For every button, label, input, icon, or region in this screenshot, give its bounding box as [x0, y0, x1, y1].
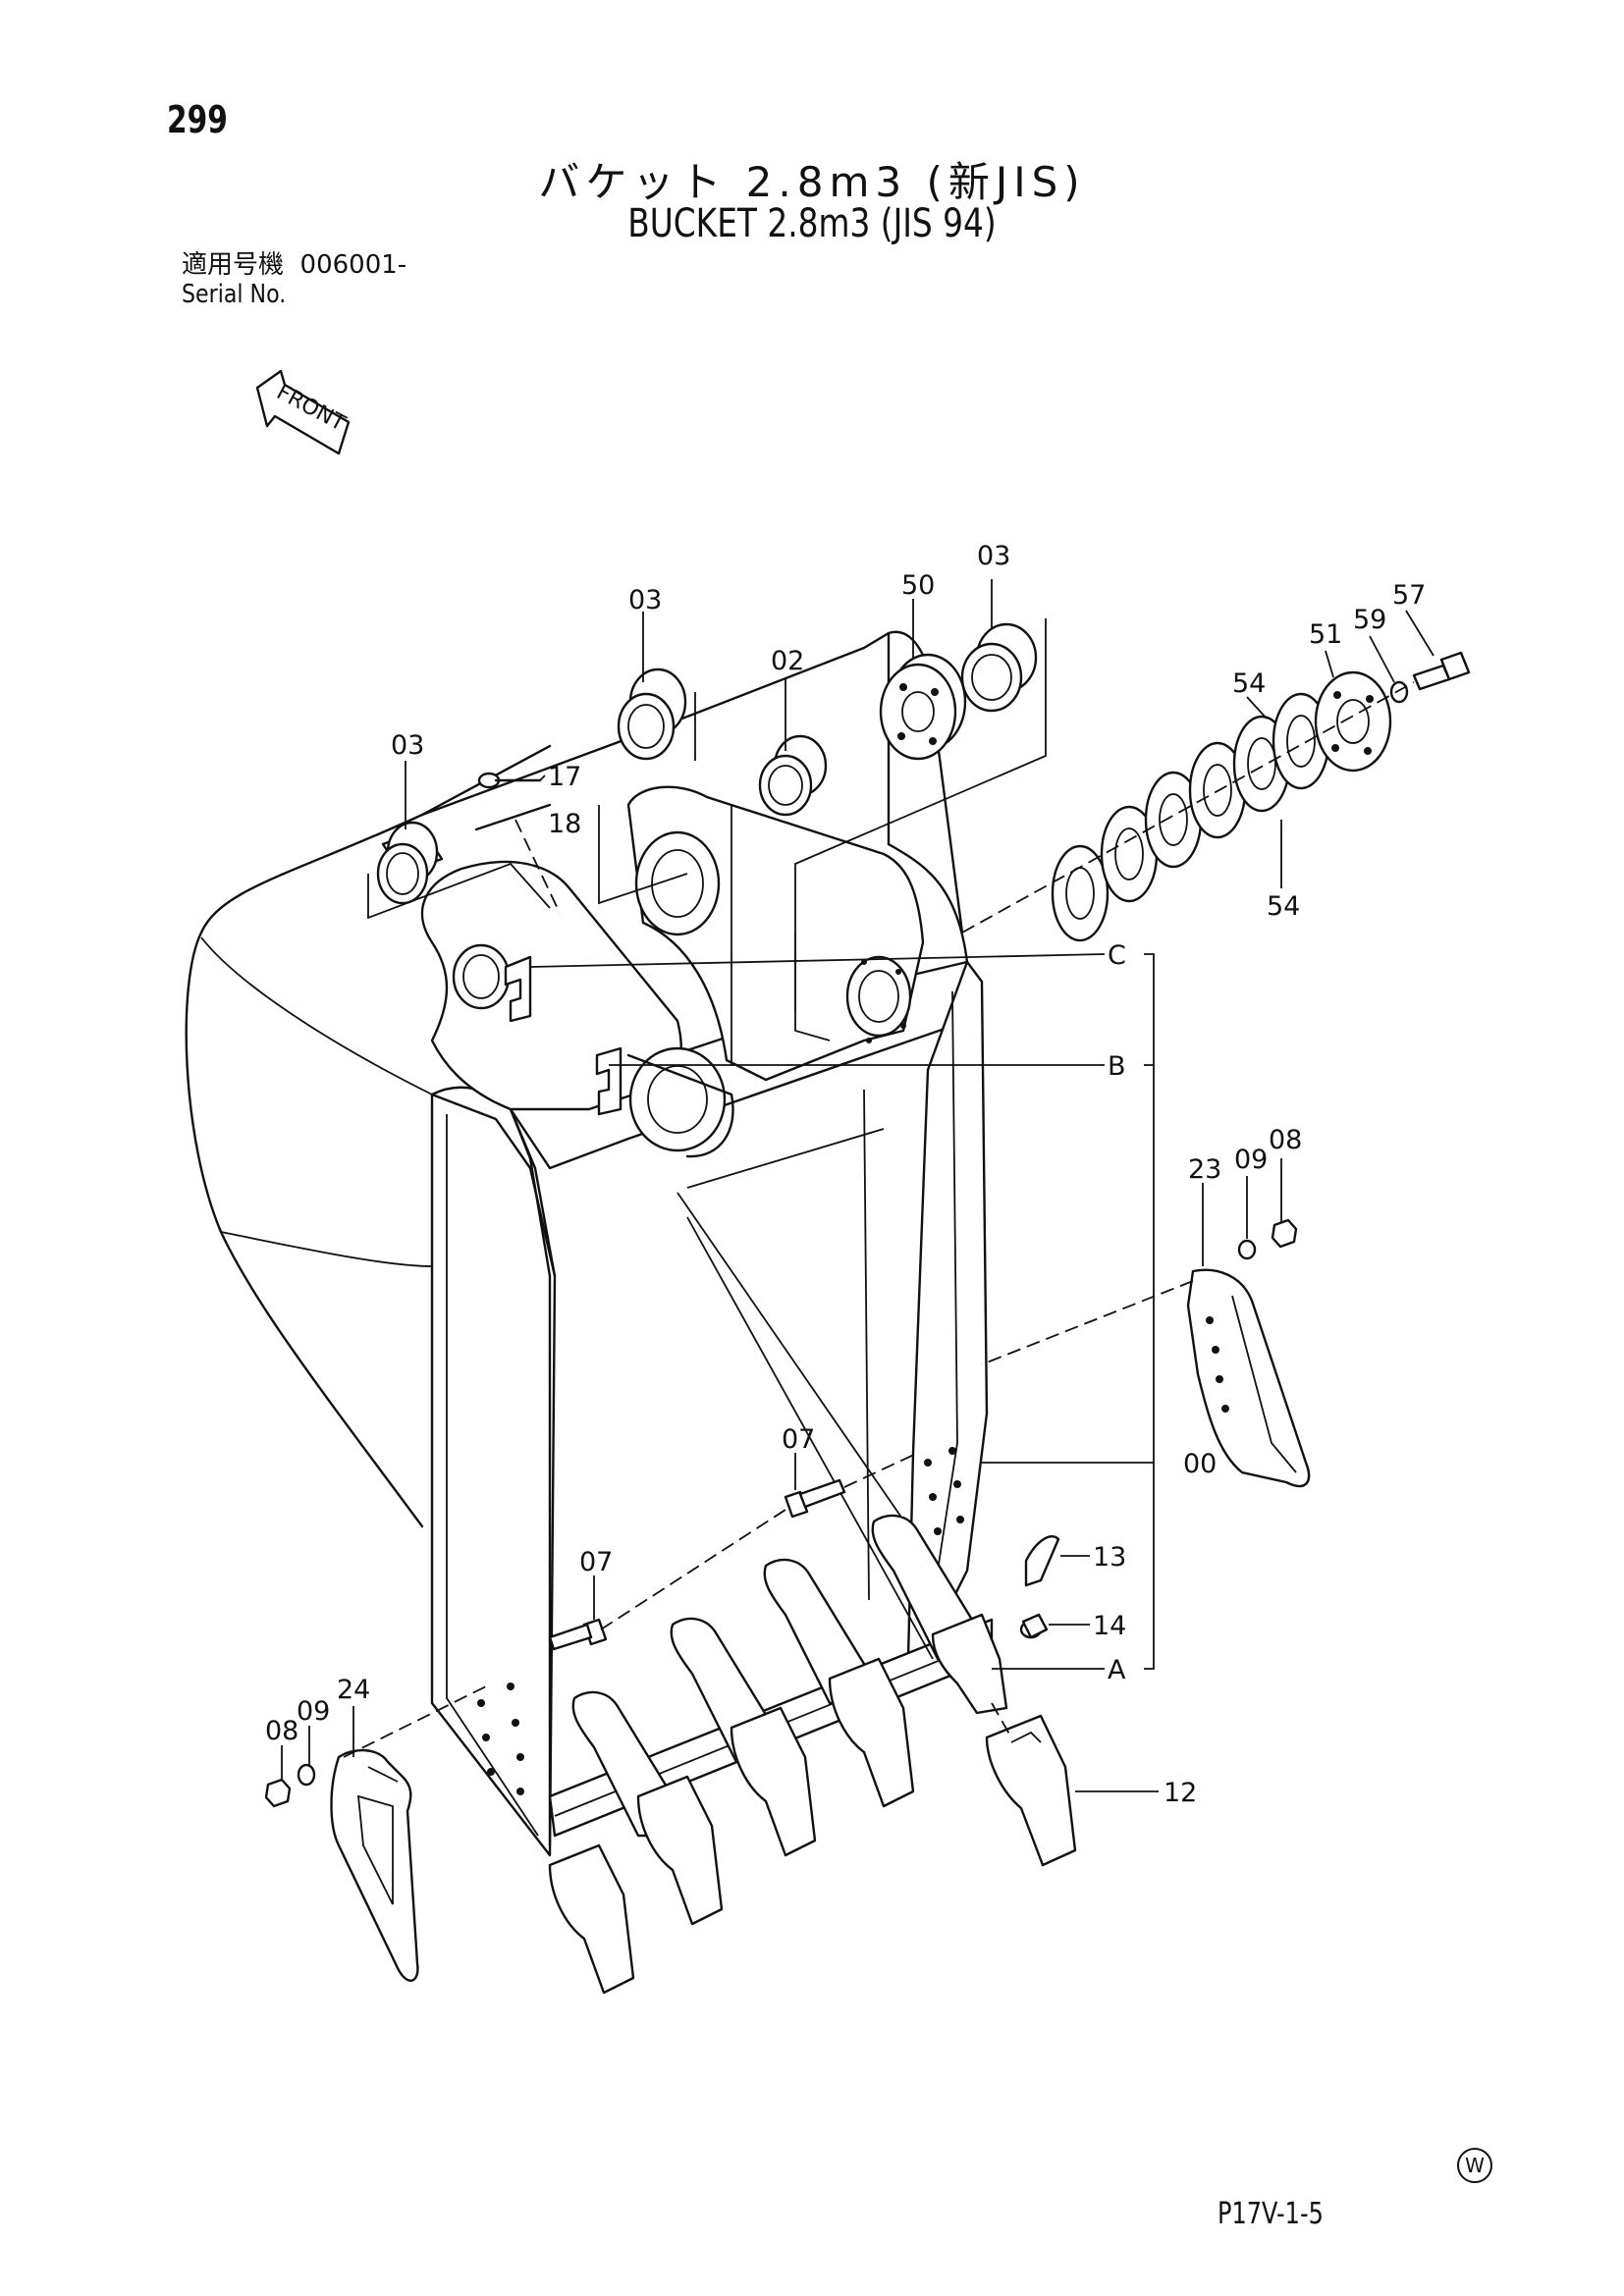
bolt-57-icon — [1412, 651, 1471, 691]
callout-07-left: 07 — [579, 1547, 613, 1577]
bushing-right-icon — [960, 622, 1038, 713]
plate-18-icon — [474, 803, 552, 831]
callout-50: 50 — [901, 570, 935, 601]
callout-57: 57 — [1392, 580, 1426, 611]
page-title-english: BUCKET 2.8m3 (JIS 94) — [627, 201, 997, 246]
page-number: 299 — [167, 98, 228, 141]
plate-51-icon — [1314, 670, 1392, 773]
washer-left-icon — [297, 1763, 316, 1787]
w-mark: W — [1457, 2148, 1492, 2183]
bolt-07-left-icon — [548, 1618, 608, 1651]
serial-label-jp: 適用号機 — [182, 250, 285, 280]
callout-labels: 03 03 03 02 50 51 59 57 54 54 17 18 C B … — [265, 541, 1426, 1808]
washer-59-icon — [1389, 680, 1409, 704]
lock-plate-c — [504, 955, 532, 1023]
side-cutter-right-icon — [1186, 1268, 1311, 1488]
callout-12: 12 — [1164, 1778, 1197, 1808]
footer-code: P17V-1-5 — [1218, 2197, 1324, 2231]
link-bracket-right — [626, 785, 925, 1082]
callout-14: 14 — [1093, 1611, 1126, 1641]
serial-value: 006001- — [299, 250, 407, 280]
side-cutter-left-icon — [330, 1748, 419, 1982]
page-title-japanese: バケット 2.8m3 (新JIS) — [538, 158, 1086, 206]
callout-51: 51 — [1309, 619, 1342, 650]
bushing-center-icon — [758, 734, 828, 817]
bushing-mid-icon — [617, 667, 687, 761]
callout-03-right: 03 — [977, 541, 1010, 571]
nut-left-icon — [264, 1778, 292, 1808]
callout-54-top: 54 — [1232, 668, 1266, 699]
shim-plate-50-icon — [879, 653, 967, 761]
bushing-left-icon — [376, 821, 444, 905]
callout-23: 23 — [1188, 1154, 1221, 1185]
bolt-07-right-icon — [784, 1478, 846, 1519]
callout-00: 00 — [1183, 1449, 1217, 1479]
tooth-12-icon — [985, 1714, 1077, 1867]
serial-info: 適用号機 006001- Serial No. — [182, 250, 406, 309]
callout-54-bottom: 54 — [1267, 891, 1300, 922]
front-arrow-icon: FRONT — [255, 369, 351, 455]
callout-13: 13 — [1093, 1542, 1126, 1573]
callout-07-right: 07 — [782, 1424, 815, 1455]
callout-b: B — [1108, 1051, 1126, 1082]
tooth-points — [548, 1613, 1008, 1995]
callout-09-right: 09 — [1234, 1145, 1268, 1175]
callout-03-mid: 03 — [628, 585, 662, 615]
nut-right-icon — [1271, 1218, 1298, 1249]
callout-08-left: 08 — [265, 1716, 298, 1746]
link-bracket-left — [420, 860, 734, 1158]
washer-right-icon — [1237, 1239, 1257, 1260]
callout-17: 17 — [548, 762, 581, 792]
front-label: FRONT — [272, 380, 350, 437]
lock-14-icon — [1019, 1613, 1049, 1639]
callout-c: C — [1108, 940, 1126, 971]
callout-02: 02 — [771, 646, 804, 676]
callout-59: 59 — [1353, 605, 1386, 635]
callout-24: 24 — [337, 1675, 370, 1705]
serial-label-en: Serial No. — [182, 280, 287, 309]
pin-13-icon — [1024, 1535, 1060, 1587]
callout-18: 18 — [548, 809, 581, 839]
callout-08-right: 08 — [1269, 1125, 1302, 1155]
callout-a: A — [1108, 1655, 1126, 1685]
callout-09-left: 09 — [297, 1696, 330, 1727]
callout-03-left: 03 — [391, 730, 424, 761]
screw-17-icon — [477, 772, 542, 789]
